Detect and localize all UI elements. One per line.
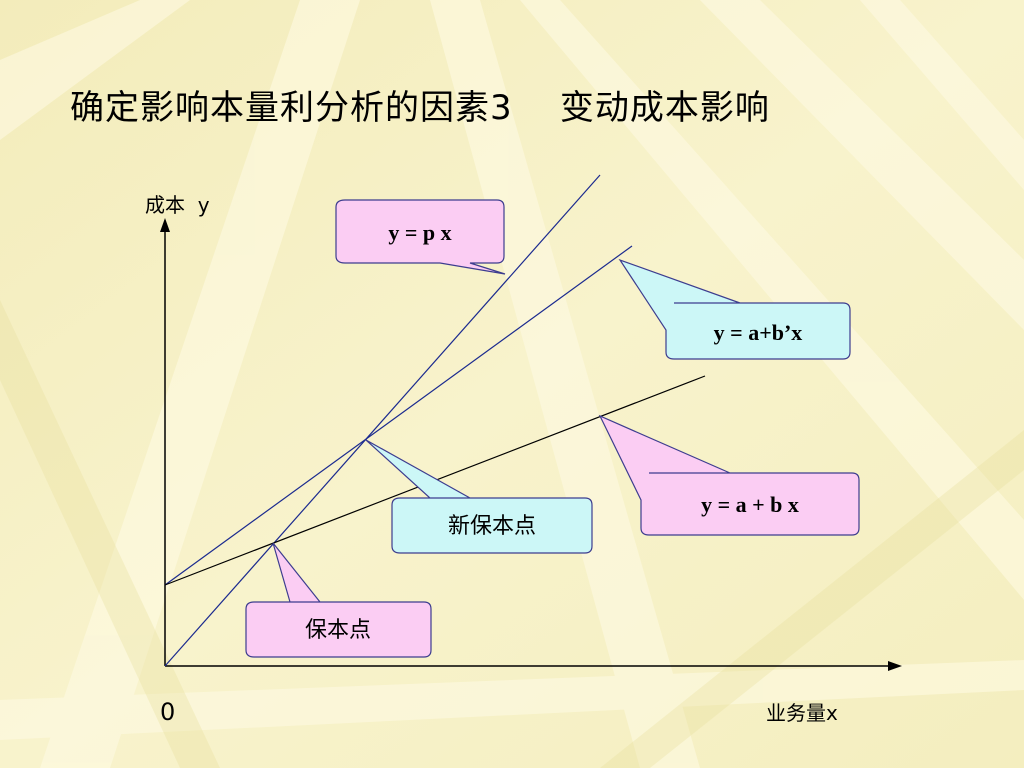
old-breakeven-callout: 保本点 — [245, 542, 432, 658]
new-cost-formula: y = a+b’x — [714, 320, 803, 345]
revenue-callout: y = p x — [335, 199, 506, 275]
slide-title: 确定影响本量利分析的因素3 变动成本影响 — [70, 88, 770, 128]
old-cost-formula: y = a + b x — [701, 492, 799, 517]
old-breakeven-label: 保本点 — [305, 618, 371, 643]
new-cost-line — [164, 245, 633, 586]
x-axis-arrow-icon — [888, 661, 902, 671]
new-breakeven-callout: 新保本点 — [365, 439, 593, 554]
new-breakeven-label: 新保本点 — [448, 514, 536, 539]
y-axis-arrow-icon — [160, 218, 170, 232]
new-cost-callout: y = a+b’x — [618, 258, 851, 360]
revenue-formula: y = p x — [388, 220, 451, 245]
origin-label: 0 — [160, 698, 175, 726]
old-cost-callout: y = a + b x — [598, 414, 860, 536]
y-axis-label: 成本 y — [145, 193, 210, 217]
x-axis-label: 业务量x — [766, 701, 838, 725]
revenue-line — [164, 174, 601, 667]
